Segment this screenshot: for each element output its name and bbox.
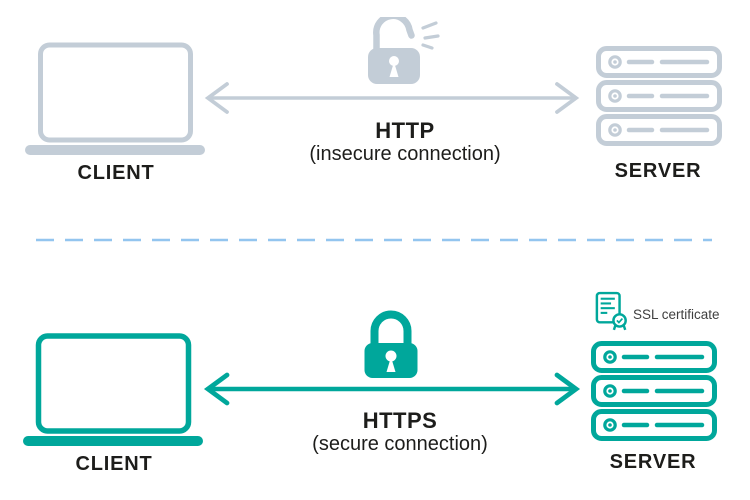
double-arrow-icon	[202, 369, 582, 409]
closed-padlock-icon	[363, 310, 419, 380]
laptop-icon	[25, 42, 205, 156]
ssl-certificate-icon	[595, 291, 629, 331]
server-label: SERVER	[614, 160, 702, 182]
protocol-label: HTTPS	[362, 408, 438, 433]
protocol-label: HTTP	[375, 118, 435, 143]
server-stack-icon	[591, 341, 717, 441]
connection-note: (secure connection)	[312, 433, 488, 455]
client-label: CLIENT	[75, 453, 153, 475]
section-divider	[0, 236, 750, 244]
double-arrow-icon	[202, 78, 582, 118]
open-padlock-icon	[366, 17, 442, 87]
server-stack-icon	[596, 46, 722, 146]
server-label: SERVER	[609, 451, 697, 473]
client-label: CLIENT	[77, 162, 155, 184]
ssl-certificate-label: SSL certificate	[633, 307, 720, 322]
connection-note: (insecure connection)	[309, 143, 501, 165]
laptop-icon	[23, 333, 203, 447]
